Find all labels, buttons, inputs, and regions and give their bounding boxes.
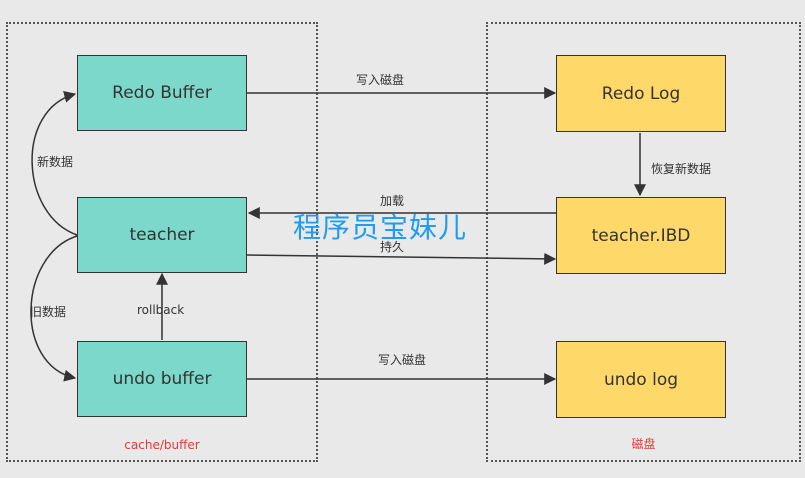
node-undo-buffer: undo buffer	[77, 341, 247, 417]
disk-region: 磁盘	[486, 22, 801, 462]
label-load: 加载	[380, 194, 405, 208]
label-undo-write: 写入磁盘	[378, 353, 427, 367]
watermark: 程序员宝妹儿	[293, 211, 468, 244]
edge-new-data	[31, 91, 78, 236]
label-new-data: 新数据	[37, 155, 74, 169]
label-old-data: 旧数据	[30, 305, 67, 319]
edge-persist	[246, 252, 557, 265]
label-persist: 持久	[380, 240, 405, 254]
node-teacher: teacher	[77, 197, 247, 273]
edge-old-data	[30, 235, 78, 382]
label-recover: 恢复新数据	[651, 162, 712, 176]
node-undo-log: undo log	[556, 341, 726, 418]
node-redo-log: Redo Log	[556, 55, 726, 132]
label-redo-write: 写入磁盘	[356, 73, 405, 87]
memory-region: cache/buffer	[6, 22, 318, 462]
memory-region-label: cache/buffer	[124, 438, 200, 452]
label-rollback: rollback	[137, 303, 185, 317]
node-redo-buffer: Redo Buffer	[77, 55, 247, 131]
node-teacher-ibd: teacher.IBD	[556, 197, 726, 274]
disk-region-label: 磁盘	[631, 437, 656, 451]
